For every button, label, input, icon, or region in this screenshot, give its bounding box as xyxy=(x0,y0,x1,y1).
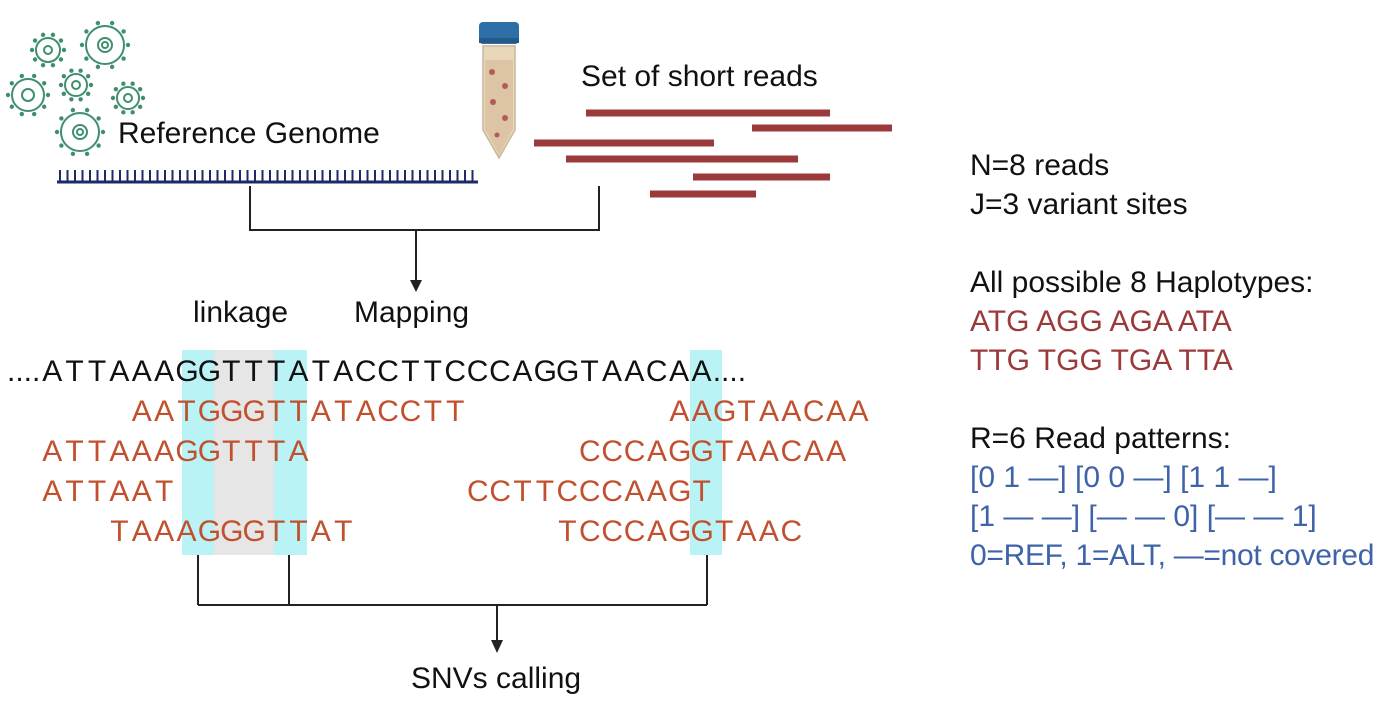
haplotypes-line-1: ATG AGG AGA ATA xyxy=(970,305,1232,338)
virus-spike xyxy=(137,104,143,110)
virus-spike xyxy=(50,32,56,37)
virus-spike xyxy=(130,81,135,86)
mapping-arrow-head xyxy=(410,280,422,292)
virus-spike xyxy=(19,73,25,79)
virus-spikes-icon xyxy=(5,20,146,157)
virus-spike xyxy=(100,129,106,135)
virus-spike xyxy=(58,57,64,62)
sample-tube-icon xyxy=(479,22,519,160)
virus-spike xyxy=(31,73,37,79)
virus-spike xyxy=(79,42,85,48)
short-reads-label: Set of short reads xyxy=(581,60,818,93)
virus-spike xyxy=(54,129,60,135)
virus-spike xyxy=(84,56,89,61)
info-panel: N=8 reads J=3 variant sites All possible… xyxy=(970,146,1374,575)
virus-spike xyxy=(40,32,46,37)
virus-spike xyxy=(9,81,15,86)
virus-spike xyxy=(9,104,15,109)
virus-spike xyxy=(121,29,126,34)
virus-spike xyxy=(5,92,11,98)
virus-spike xyxy=(61,47,67,53)
virus-spike xyxy=(32,57,38,62)
virus-spike xyxy=(59,143,64,148)
genome-ticks xyxy=(59,170,474,182)
snv-arrow-head xyxy=(491,640,503,653)
virus-spike xyxy=(95,64,101,70)
patterns-title: R=6 Read patterns: xyxy=(970,422,1231,455)
snv-connector xyxy=(197,555,708,642)
variant-site-highlight-1 xyxy=(182,350,214,555)
virus-spike xyxy=(121,110,126,115)
haplotypes-line-2: TTG TGG TGA TTA xyxy=(970,344,1233,377)
haplotypes-title: All possible 8 Haplotypes: xyxy=(970,266,1314,299)
reference-genome-label: Reference Genome xyxy=(118,117,380,150)
virus-spike xyxy=(69,68,74,73)
virus-spike xyxy=(84,29,89,34)
virus-spike xyxy=(45,92,51,98)
j-sites-text: J=3 variant sites xyxy=(970,188,1188,221)
virus-spike xyxy=(121,56,126,61)
virus-spike xyxy=(61,73,67,79)
virus-spike xyxy=(125,42,131,48)
mapping-label: Mapping xyxy=(354,296,470,329)
virus-spike xyxy=(61,91,67,97)
mapping-connector xyxy=(249,186,600,282)
virus-spike xyxy=(84,151,90,157)
virus-spike xyxy=(58,82,64,88)
virus-spike xyxy=(69,97,74,102)
virus-spike xyxy=(113,86,119,92)
virus-spike xyxy=(31,111,37,117)
virus-spike xyxy=(29,47,35,53)
virus-spike xyxy=(88,82,94,88)
virus-spike xyxy=(58,38,64,43)
virus-spike xyxy=(70,151,76,157)
virus-spike xyxy=(109,20,115,26)
snv-calling-label: SNVs calling xyxy=(411,662,582,695)
virus-spike xyxy=(130,110,135,115)
virus-spike xyxy=(109,64,115,70)
virus-spike xyxy=(40,63,46,68)
virus-spike xyxy=(50,63,56,68)
pattern-legend: 0=REF, 1=ALT, —=not covered xyxy=(970,539,1375,572)
virus-icon xyxy=(11,25,140,152)
virus-spike xyxy=(78,97,83,102)
virus-spike xyxy=(96,143,101,148)
virus-spike xyxy=(110,95,116,101)
linkage-highlight xyxy=(214,350,274,555)
virus-spike xyxy=(84,107,90,113)
linkage-label: linkage xyxy=(193,296,289,329)
virus-spike xyxy=(85,73,91,79)
virus-spike xyxy=(32,38,38,43)
virus-spike xyxy=(95,20,101,26)
patterns-line-2: [1 — —] [— — 0] [— — 1] xyxy=(970,500,1317,533)
virus-spike xyxy=(19,111,25,117)
virus-spike xyxy=(96,116,101,121)
short-read-bars xyxy=(534,109,892,198)
virus-spike xyxy=(121,81,126,86)
variant-site-highlight-2 xyxy=(274,350,307,555)
virus-spike xyxy=(137,86,143,92)
virus-spike xyxy=(41,81,47,86)
virus-spike xyxy=(59,116,64,121)
virus-spike xyxy=(41,104,47,109)
n-reads-text: N=8 reads xyxy=(970,149,1110,182)
virus-spike xyxy=(85,91,91,97)
virus-spike xyxy=(78,68,83,73)
virus-spike xyxy=(140,95,146,101)
variant-site-highlight-3 xyxy=(690,350,722,555)
patterns-line-1: [0 1 —] [0 0 —] [1 1 —] xyxy=(970,461,1277,494)
virus-spike xyxy=(70,107,76,113)
virus-spike xyxy=(113,104,119,110)
